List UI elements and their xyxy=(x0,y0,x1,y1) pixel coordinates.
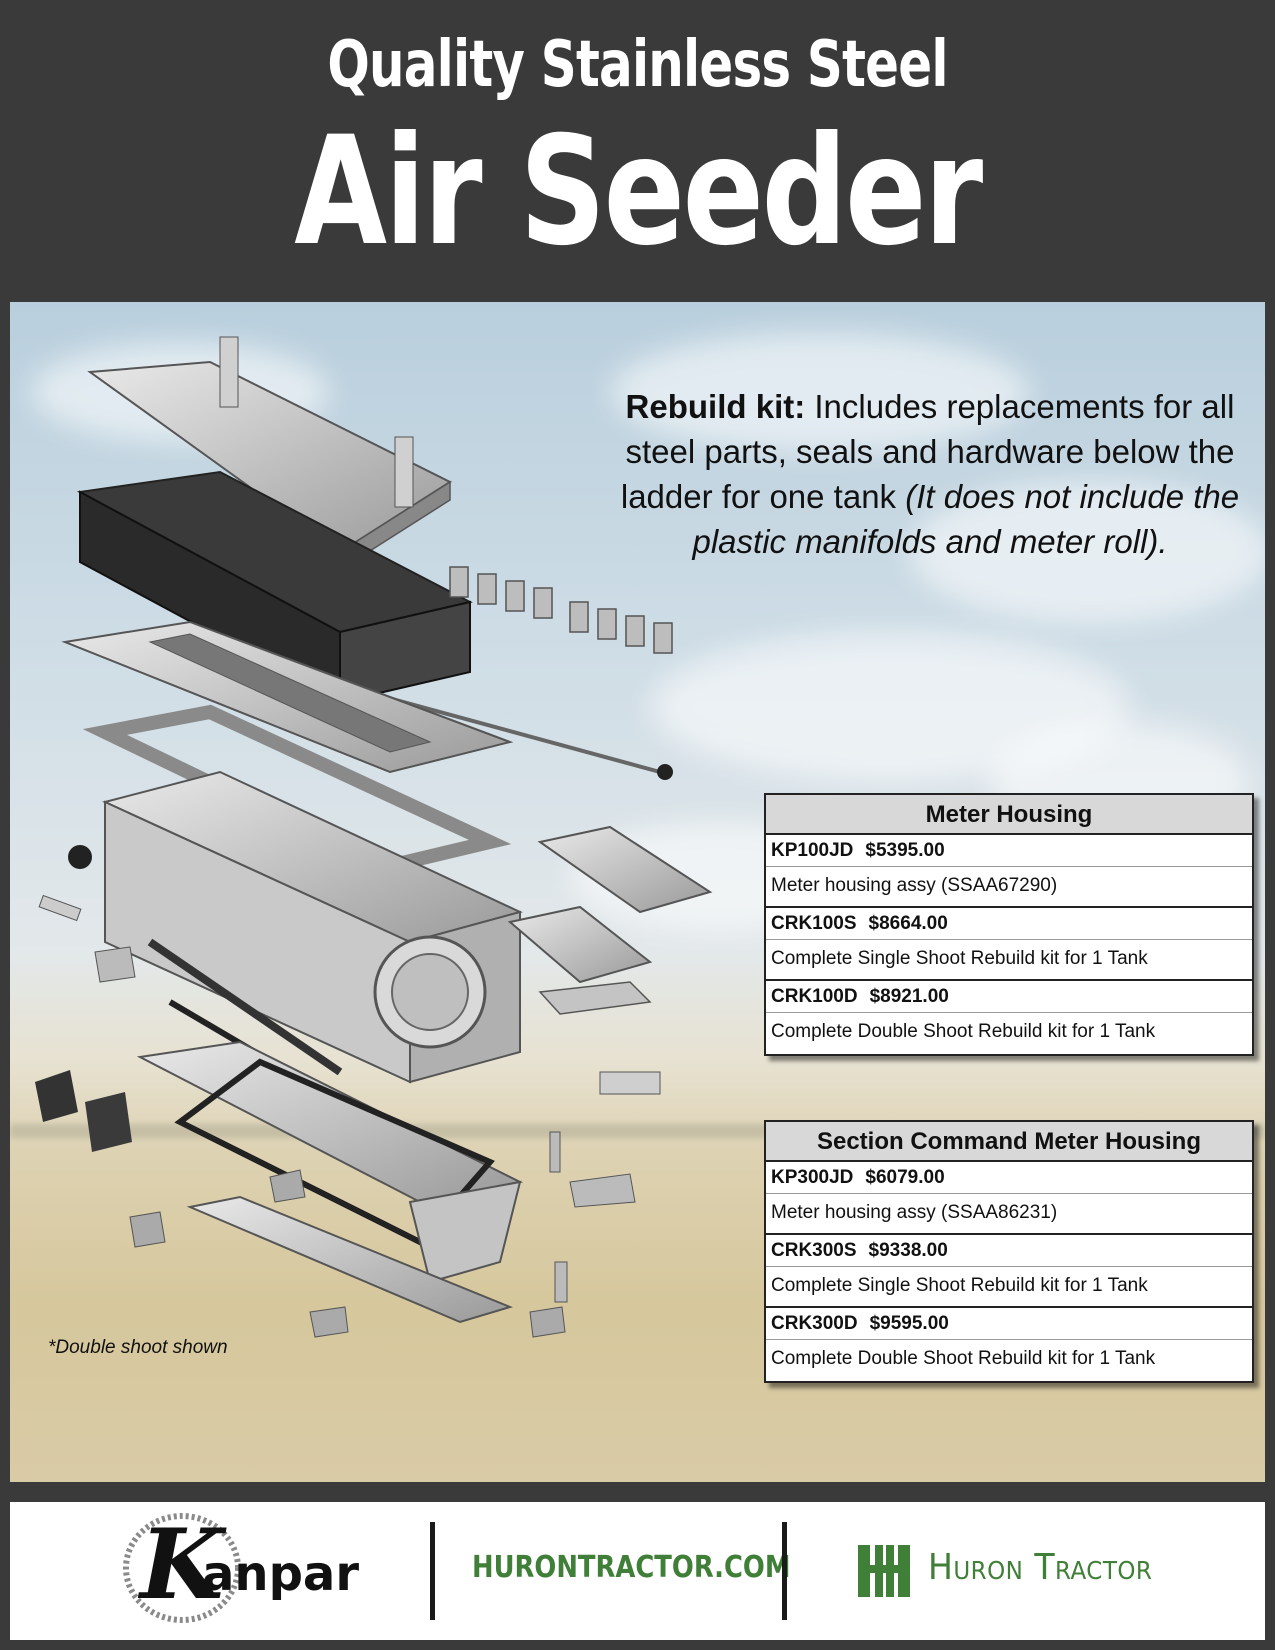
part-price: $9595.00 xyxy=(869,1313,949,1334)
part-code: KP100JD xyxy=(771,840,854,861)
huron-tractor-name: Huron Tractor xyxy=(928,1547,1153,1588)
table-row-code: KP300JD $6079.00 xyxy=(766,1162,1252,1194)
part-description: Meter housing assy (SSAA86231) xyxy=(766,1194,1252,1235)
section-command-table: Section Command Meter Housing KP300JD $60… xyxy=(764,1120,1254,1383)
part-description: Meter housing assy (SSAA67290) xyxy=(766,867,1252,908)
table-row-code: CRK100D $8921.00 xyxy=(766,981,1252,1013)
rebuild-kit-body: Includes replacements for all steel part… xyxy=(620,388,1235,515)
table-row-code: CRK300S $9338.00 xyxy=(766,1235,1252,1267)
part-description: Complete Single Shoot Rebuild kit for 1 … xyxy=(766,940,1252,981)
part-description: Complete Double Shoot Rebuild kit for 1 … xyxy=(771,1348,1156,1369)
part-description: Complete Single Shoot Rebuild kit for 1 … xyxy=(766,1267,1252,1308)
part-price: $6079.00 xyxy=(865,1167,945,1188)
part-price: $5395.00 xyxy=(865,840,945,861)
huron-tractor-logo-icon xyxy=(858,1545,910,1597)
rebuild-kit-description: Rebuild kit: Includes replacements for a… xyxy=(610,384,1250,564)
table-row-code: KP100JD $5395.00 xyxy=(766,835,1252,867)
svg-text:anpar: anpar xyxy=(202,1546,359,1602)
table-row-code: CRK300D $9595.00 xyxy=(766,1308,1252,1340)
roller-parts xyxy=(449,566,673,654)
svg-text:K: K xyxy=(137,1508,227,1621)
part-code: KP300JD xyxy=(771,1167,854,1188)
part-description: Complete Double Shoot Rebuild kit for 1 … xyxy=(771,1021,1156,1042)
exploded-parts-illustration xyxy=(35,336,713,1338)
part-code: CRK300S xyxy=(771,1240,857,1261)
rebuild-kit-lead: Rebuild kit: xyxy=(625,388,806,425)
part-code: CRK100D xyxy=(771,986,858,1007)
part-price: $9338.00 xyxy=(868,1240,948,1261)
footer-divider xyxy=(782,1522,787,1620)
double-shoot-note: *Double shoot shown xyxy=(48,1337,228,1358)
page-subtitle: Quality Stainless Steel xyxy=(327,28,948,102)
part-code: CRK100S xyxy=(771,913,857,934)
huron-tractor-url[interactable]: HURONTRACTOR.COM xyxy=(472,1550,791,1585)
table-row-code: CRK100S $8664.00 xyxy=(766,908,1252,940)
side-bracket xyxy=(537,825,713,914)
footer: K anpar HURONTRACTOR.COM Huron Tractor xyxy=(10,1502,1265,1640)
background-scene: Rebuild kit: Includes replacements for a… xyxy=(10,302,1265,1482)
rubber-block xyxy=(35,1070,78,1122)
meter-housing-table: Meter Housing KP100JD $5395.00 Meter hous… xyxy=(764,793,1254,1056)
table-title: Section Command Meter Housing xyxy=(766,1122,1252,1162)
footer-divider xyxy=(430,1522,435,1620)
part-price: $8921.00 xyxy=(869,986,949,1007)
bottom-rail xyxy=(186,1195,514,1324)
rebuild-kit-exclusion: (It does not include the plastic manifol… xyxy=(692,478,1240,560)
part-price: $8664.00 xyxy=(868,913,948,934)
header-banner: Quality Stainless Steel Air Seeder Parts xyxy=(0,0,1275,453)
kanpar-logo: K anpar xyxy=(123,1508,359,1623)
part-code: CRK300D xyxy=(771,1313,858,1334)
table-title: Meter Housing xyxy=(766,795,1252,835)
